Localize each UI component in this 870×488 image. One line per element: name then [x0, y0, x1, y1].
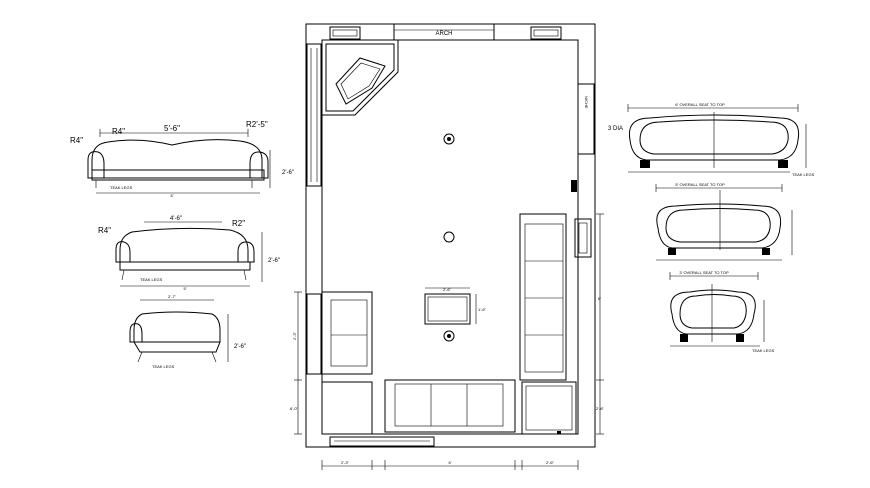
front-three-seat-legs: TEAK LEGS: [792, 172, 815, 177]
top-right-window: [530, 26, 562, 40]
table-depth-dim: 1'-6": [478, 307, 487, 312]
side-unit-right: [574, 218, 592, 258]
bottom-dimensions: 2'-3" 6' 2'-6": [321, 460, 579, 470]
top-left-window: [329, 26, 361, 40]
two-seat-legs: TEAK LEGS: [140, 277, 163, 282]
left-window: [306, 43, 322, 187]
table-width-dim: 2'-6": [443, 287, 452, 292]
two-seat-radius-right: R2": [232, 219, 245, 228]
three-seat-overall: 6': [171, 193, 174, 198]
right-dimensions: 6' 2'-6": [596, 213, 605, 435]
one-seat-width-top: 2'-7": [168, 294, 177, 299]
ceiling-light-3: [443, 330, 455, 342]
sofa-elevation-one-seat: 2'-7" TEAK LEGS 2'-6": [129, 294, 246, 369]
front-three-seat-label: 6' OVERALL SEAT TO TOP: [675, 102, 725, 107]
switch-board: [571, 180, 577, 192]
three-seat-r4: R4": [70, 136, 83, 145]
sofa-elevation-three-seat: R4" 5'-6" R2'-5" R4" 6' TEAK LEGS 2'-6": [70, 120, 294, 198]
niche: [577, 83, 595, 155]
bottom-dim-3: 2'-6": [546, 460, 555, 465]
corner-unit-right: [521, 381, 577, 435]
room-inner-wall: [321, 39, 579, 435]
sofa-front-three-seat: 6' OVERALL SEAT TO TOP 3 DIA TEAK LEGS: [608, 102, 815, 177]
ceiling-light-2: [443, 231, 455, 243]
bottom-window: [329, 436, 435, 447]
arch-opening: ARCH: [393, 23, 495, 41]
plan-sofa-left: [306, 291, 373, 375]
arch-label: ARCH: [435, 31, 452, 37]
two-seat-width-top: 4'-6": [170, 216, 182, 222]
sofa-front-one-seat: 3' OVERALL SEAT TO TOP TEAK LEGS: [669, 270, 775, 353]
three-seat-radius-left: R4": [112, 127, 125, 136]
front-three-seat-note: 3 DIA: [608, 126, 623, 132]
one-seat-height: 2'-6": [234, 344, 246, 350]
three-seat-legs: TEAK LEGS: [110, 185, 133, 190]
corner-unit-left: [321, 381, 373, 435]
plan-sofa-bottom: [384, 379, 516, 433]
right-dim-2: 2'-6": [596, 406, 605, 411]
floor-plan: ARCH NICHE: [290, 23, 605, 470]
sofa-elevation-two-seat: 4'-6" R4" R2" 5' TEAK LEGS 2'-6": [98, 216, 280, 291]
bottom-dim-2: 6': [449, 460, 452, 465]
three-seat-height: 2'-6": [282, 170, 294, 176]
two-seat-overall: 5': [184, 286, 187, 291]
plan-sofa-right: [519, 213, 592, 381]
left-dim-2: 6'-0": [290, 406, 299, 411]
front-one-seat-legs: TEAK LEGS: [752, 348, 775, 353]
two-seat-radius-left: R4": [98, 226, 111, 235]
three-seat-radius-right: R2'-5": [246, 120, 268, 129]
tv-set: [335, 57, 386, 105]
front-two-seat-label: 5' OVERALL SEAT TO TOP: [675, 182, 725, 187]
room-outer-wall: [305, 23, 596, 448]
two-seat-height: 2'-6": [268, 258, 280, 264]
left-dim-1: 2'-3": [292, 331, 297, 340]
one-seat-legs: TEAK LEGS: [152, 364, 175, 369]
sofa-front-two-seat: 5' OVERALL SEAT TO TOP: [655, 182, 793, 261]
ceiling-light-1: [443, 133, 455, 145]
niche-label: NICHE: [584, 96, 589, 109]
center-table: 2'-6" 1'-6": [424, 287, 487, 325]
right-dim-1: 6': [598, 296, 601, 301]
left-dimensions: 2'-3" 6'-0": [290, 291, 302, 435]
three-seat-width-top: 5'-6": [164, 124, 180, 133]
corner-tv-unit: [321, 39, 399, 116]
front-one-seat-label: 3' OVERALL SEAT TO TOP: [679, 270, 729, 275]
bottom-dim-1: 2'-3": [341, 460, 350, 465]
